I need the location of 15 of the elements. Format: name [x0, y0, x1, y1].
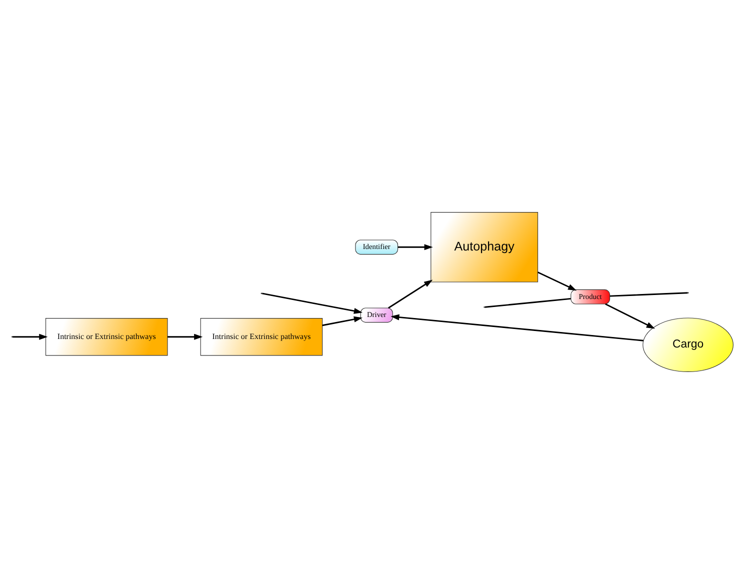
- node-box: Autophagy: [430, 212, 538, 282]
- arrow: [262, 292, 363, 314]
- arrow: [168, 334, 203, 340]
- arrow: [390, 314, 644, 342]
- connector: [610, 292, 688, 297]
- connector: [484, 298, 571, 308]
- node-box: Intrinsic or Extrinsic pathways: [200, 318, 323, 356]
- arrow: [12, 334, 48, 340]
- arrow: [398, 244, 433, 250]
- arrow: [388, 280, 433, 309]
- node-ellipse: Cargo: [642, 318, 734, 372]
- arrow: [605, 303, 655, 329]
- arrow: [322, 316, 363, 326]
- arrow: [538, 272, 577, 291]
- node-box: Intrinsic or Extrinsic pathways: [45, 318, 168, 356]
